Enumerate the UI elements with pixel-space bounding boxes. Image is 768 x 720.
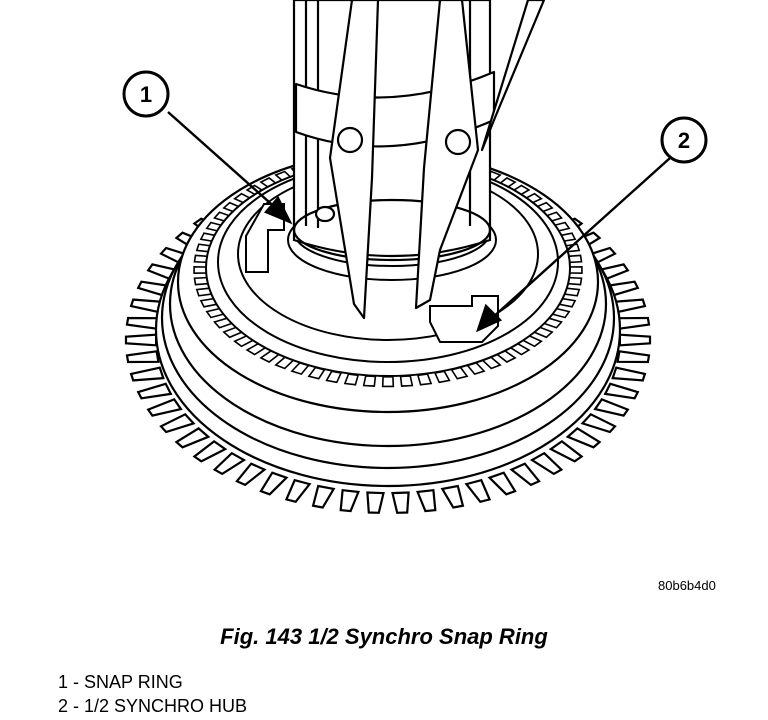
callout-1: 1 <box>122 70 170 118</box>
gear-tooth <box>129 366 165 382</box>
gear-tooth <box>212 451 247 476</box>
gear-tooth <box>146 398 183 417</box>
snap-ring-pliers <box>294 0 546 320</box>
gear-tooth <box>616 316 651 330</box>
gear-tooth <box>125 316 160 330</box>
gear-tooth <box>125 350 160 364</box>
gear-tooth <box>416 488 437 513</box>
gear-tooth <box>124 333 158 347</box>
gear-tooth <box>618 333 652 347</box>
image-code: 80b6b4d0 <box>658 578 716 593</box>
legend-item-1: 1 - SNAP RING <box>58 672 183 692</box>
spline-tooth <box>399 375 414 387</box>
gear-tooth <box>487 471 517 496</box>
gear-tooth <box>259 471 289 496</box>
callout-2: 2 <box>660 116 708 164</box>
callout-2-number: 2 <box>678 128 690 153</box>
figure-caption: Fig. 143 1/2 Synchro Snap Ring <box>220 624 548 649</box>
synchro-assembly-illustration: 1 2 <box>122 0 708 514</box>
gear-tooth <box>616 350 651 364</box>
callout-1-number: 1 <box>140 82 152 107</box>
callout-leaders <box>167 111 671 333</box>
spline-tooth <box>381 375 395 388</box>
gear-tooth <box>136 382 173 400</box>
gear-tooth <box>580 412 617 434</box>
gear-tooth <box>464 478 492 504</box>
gear-tooth <box>440 484 465 509</box>
gear-tooth <box>235 462 267 487</box>
spline-tooth <box>362 375 377 387</box>
gear-tooth <box>509 462 541 487</box>
gear-tooth <box>366 491 385 514</box>
gear-tooth <box>593 398 630 417</box>
gear-tooth <box>311 484 336 509</box>
legend: 1 - SNAP RING 2 - 1/2 SYNCHRO HUB <box>58 670 247 718</box>
gear-tooth <box>611 366 647 382</box>
gear-tooth <box>339 488 360 513</box>
gear-tooth <box>159 412 196 434</box>
gear-tooth <box>565 427 602 449</box>
gear-tooth <box>192 440 228 463</box>
gear-tooth <box>284 478 312 504</box>
legend-item-2: 2 - 1/2 SYNCHRO HUB <box>58 696 248 716</box>
gear-tooth <box>174 427 211 449</box>
gear-tooth <box>548 440 584 463</box>
gear-tooth <box>529 451 564 476</box>
gear-tooth <box>603 382 640 400</box>
gear-tooth <box>391 491 410 514</box>
